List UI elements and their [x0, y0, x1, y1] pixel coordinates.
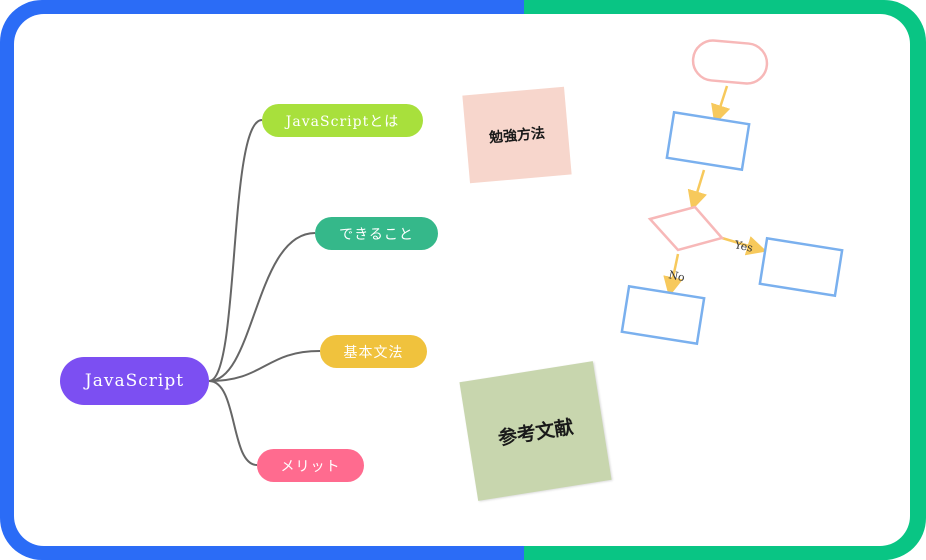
mindmap-child-merit[interactable]: メリット [257, 449, 364, 482]
sticky-note-study-method[interactable]: 勉強方法 [462, 86, 572, 184]
flow-yes-box [758, 236, 844, 298]
connector-root-to-child-4 [208, 380, 258, 466]
connector-root-to-child-3 [208, 350, 321, 382]
flowchart[interactable]: Yes No [600, 30, 860, 360]
flow-terminal-start [691, 39, 769, 85]
flow-arrow-start-to-process [711, 85, 731, 125]
sticky-note-text: 参考文献 [496, 415, 575, 450]
flow-decision-diamond [647, 205, 725, 252]
flow-process-box [665, 110, 751, 172]
mindmap-root-node[interactable]: JavaScript [60, 357, 209, 405]
flow-arrow-decision-yes [721, 236, 767, 256]
flow-no-label: No [667, 268, 686, 284]
sticky-note-references[interactable]: 参考文献 [459, 361, 612, 501]
flow-no-box [620, 284, 706, 346]
mindmap-child-javascript-towa[interactable]: JavaScriptとは [262, 104, 423, 137]
connector-root-to-child-2 [208, 232, 316, 382]
mindmap-child-dekirukoto[interactable]: できること [315, 217, 438, 250]
flow-arrow-decision-no [663, 253, 683, 297]
flow-arrow-process-to-decision [687, 169, 707, 211]
flow-yes-label: Yes [732, 238, 754, 255]
connector-root-to-child-1 [208, 119, 263, 382]
mindmap-child-kihon-bunpo[interactable]: 基本文法 [320, 335, 427, 368]
sticky-note-text: 勉強方法 [488, 125, 546, 147]
